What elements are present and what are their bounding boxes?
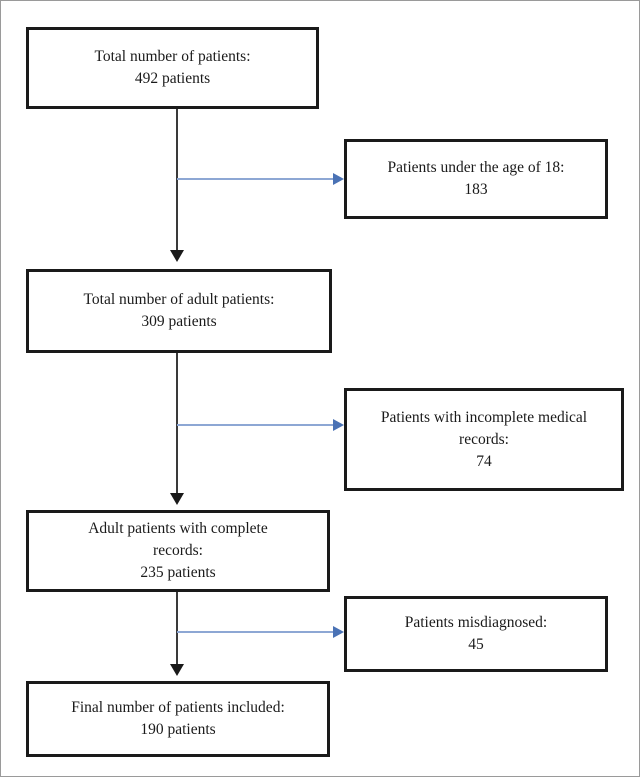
connector-adults-to-complete-arrowhead [170,493,184,505]
node-excluded-misdiagnosed: Patients misdiagnosed: 45 [344,596,608,672]
connector-exclude-misdiagnosed-arrowhead [333,626,344,638]
node-complete-records-text: Adult patients with complete records: 23… [88,520,268,581]
connector-complete-to-final-arrowhead [170,664,184,676]
node-excluded-incomplete-records: Patients with incomplete medical records… [344,388,624,491]
connector-complete-to-final-line [176,592,178,666]
connector-exclude-incomplete-arrowhead [333,419,344,431]
connector-total-to-adults-arrowhead [170,250,184,262]
connector-exclude-incomplete-line [177,424,333,426]
connector-exclude-under-18-line [177,178,333,180]
node-excluded-misdiagnosed-text: Patients misdiagnosed: 45 [404,614,548,653]
node-complete-records: Adult patients with complete records: 23… [26,510,330,592]
node-excluded-under-18: Patients under the age of 18: 183 [344,139,608,219]
node-final-included: Final number of patients included: 190 p… [26,681,330,757]
connector-exclude-misdiagnosed-line [177,631,333,633]
node-adult-patients: Total number of adult patients: 309 pati… [26,269,332,353]
connector-exclude-under-18-arrowhead [333,173,344,185]
node-excluded-under-18-text: Patients under the age of 18: 183 [387,159,565,198]
node-total-patients-text: Total number of patients: 492 patients [94,48,251,87]
node-final-included-text: Final number of patients included: 190 p… [71,699,285,738]
node-adult-patients-text: Total number of adult patients: 309 pati… [83,291,275,330]
connector-total-to-adults-line [176,109,178,252]
node-excluded-incomplete-records-text: Patients with incomplete medical records… [380,408,588,470]
node-total-patients: Total number of patients: 492 patients [26,27,319,109]
